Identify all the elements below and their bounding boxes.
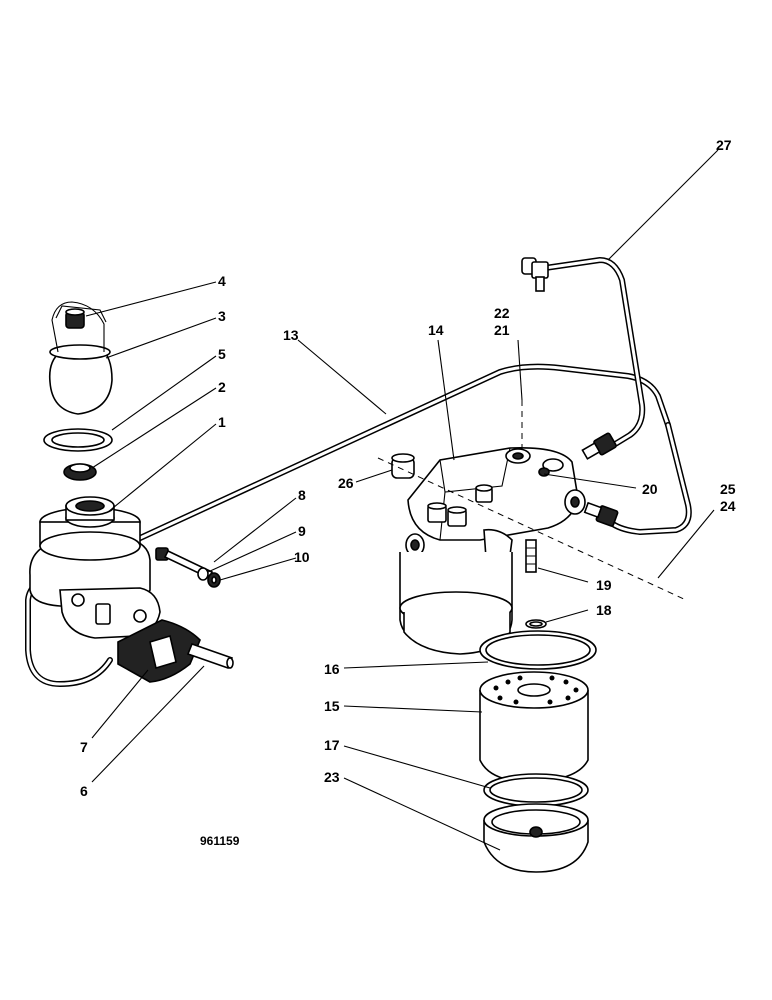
callout-8: 8	[298, 487, 306, 503]
callout-10: 10	[294, 549, 310, 565]
callout-17: 17	[324, 737, 340, 753]
callout-21: 21	[494, 322, 510, 338]
gauze-filter-2	[63, 463, 97, 481]
seal-ring-18	[525, 619, 547, 629]
union-nut-upper	[581, 432, 617, 460]
callout-22: 22	[494, 305, 510, 321]
sealing-ring-17	[483, 773, 589, 807]
nut-10	[207, 572, 221, 588]
sealing-ring-5	[43, 428, 113, 452]
filter-element-15	[479, 671, 589, 783]
callout-7: 7	[80, 739, 88, 755]
fuel-pipe-24	[607, 422, 692, 535]
callout-13: 13	[283, 327, 299, 343]
bowl-clamp-nut-4	[65, 308, 85, 329]
lift-pump-body	[29, 496, 161, 639]
sealing-ring-16	[479, 630, 597, 670]
callout-5: 5	[218, 346, 226, 362]
callout-3: 3	[218, 308, 226, 324]
filter-base-23	[483, 803, 589, 873]
fuel-pipe-27	[542, 257, 646, 449]
callout-9: 9	[298, 523, 306, 539]
callout-1: 1	[218, 414, 226, 430]
callout-labels: 27 4 3 5 2 1 13 14 22 21 26 20 25 24 8 9…	[80, 137, 736, 799]
callout-4: 4	[218, 273, 226, 289]
callout-15: 15	[324, 698, 340, 714]
callout-20: 20	[642, 481, 658, 497]
callout-25: 25	[720, 481, 736, 497]
callout-14: 14	[428, 322, 444, 338]
callout-19: 19	[596, 577, 612, 593]
callout-23: 23	[324, 769, 340, 785]
filter-head-14	[405, 446, 586, 561]
callout-2: 2	[218, 379, 226, 395]
washer-9	[197, 567, 209, 581]
banjo-fitting-27	[521, 257, 549, 292]
drawing-reference-number: 961159	[200, 834, 240, 848]
callout-18: 18	[596, 602, 612, 618]
callout-24: 24	[720, 498, 736, 514]
axis-line-26	[377, 457, 687, 601]
callout-26: 26	[338, 475, 354, 491]
gasket-7	[117, 619, 201, 683]
sediment-bowl-3	[48, 301, 113, 415]
callout-6: 6	[80, 783, 88, 799]
callout-16: 16	[324, 661, 340, 677]
sleeve-26	[391, 453, 415, 479]
stud-19	[525, 539, 537, 573]
leader-lines	[85, 149, 719, 851]
union-nut-lower	[583, 501, 619, 527]
push-rod-6	[186, 642, 234, 670]
callout-27: 27	[716, 137, 732, 153]
